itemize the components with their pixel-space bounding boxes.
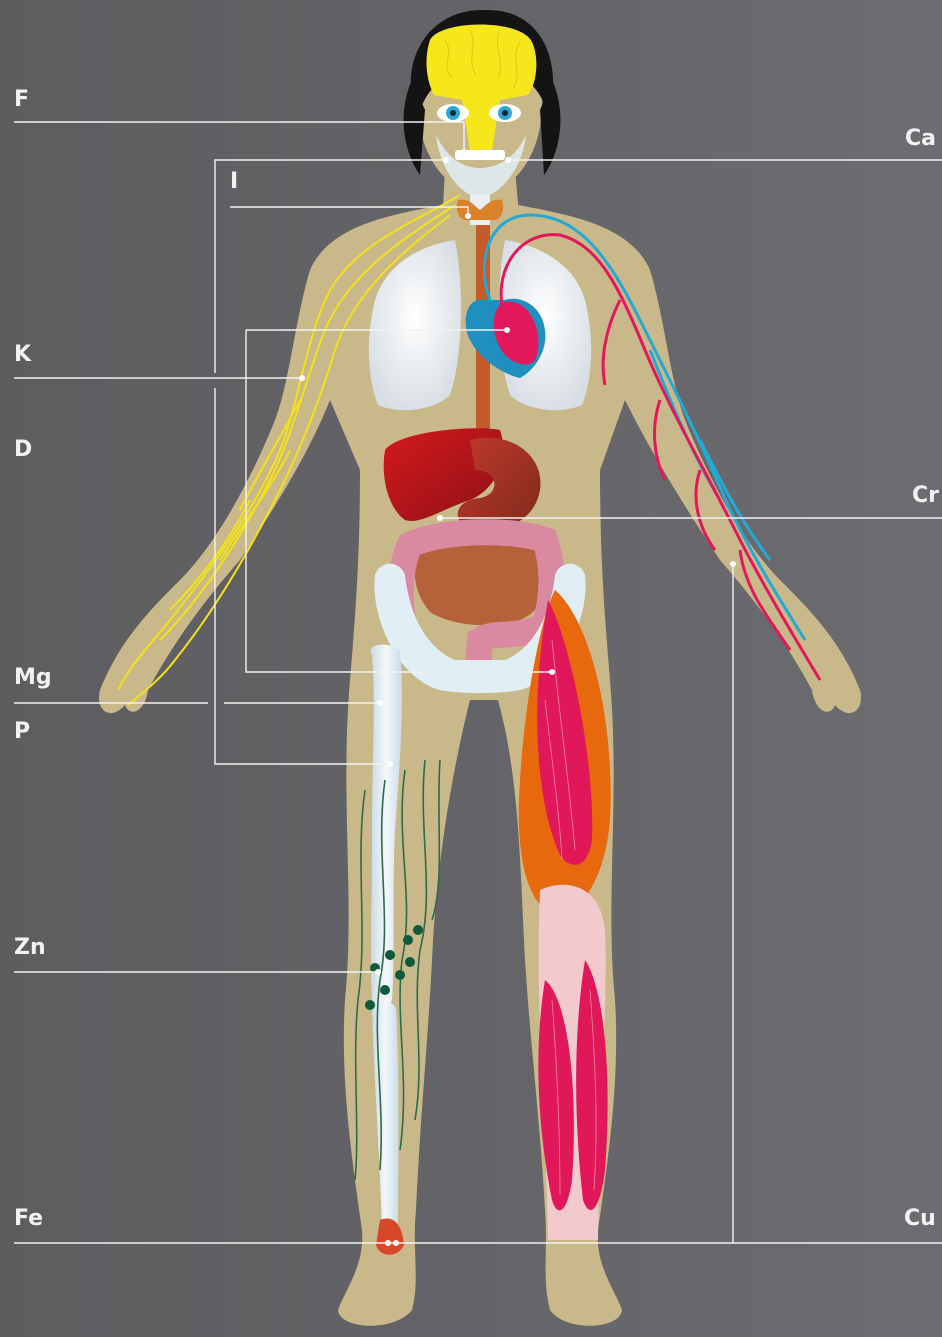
- label-mg: Mg: [14, 666, 52, 690]
- label-i: I: [230, 170, 238, 194]
- label-f: F: [14, 88, 29, 112]
- label-cr: Cr: [912, 484, 939, 508]
- label-k: K: [14, 343, 31, 367]
- label-ca: Ca: [905, 127, 936, 151]
- label-cu: Cu: [904, 1207, 936, 1231]
- label-p: P: [14, 720, 30, 744]
- label-zn: Zn: [14, 936, 46, 960]
- small-intestine: [415, 539, 549, 626]
- label-d: D: [14, 438, 32, 462]
- label-fe: Fe: [14, 1207, 43, 1231]
